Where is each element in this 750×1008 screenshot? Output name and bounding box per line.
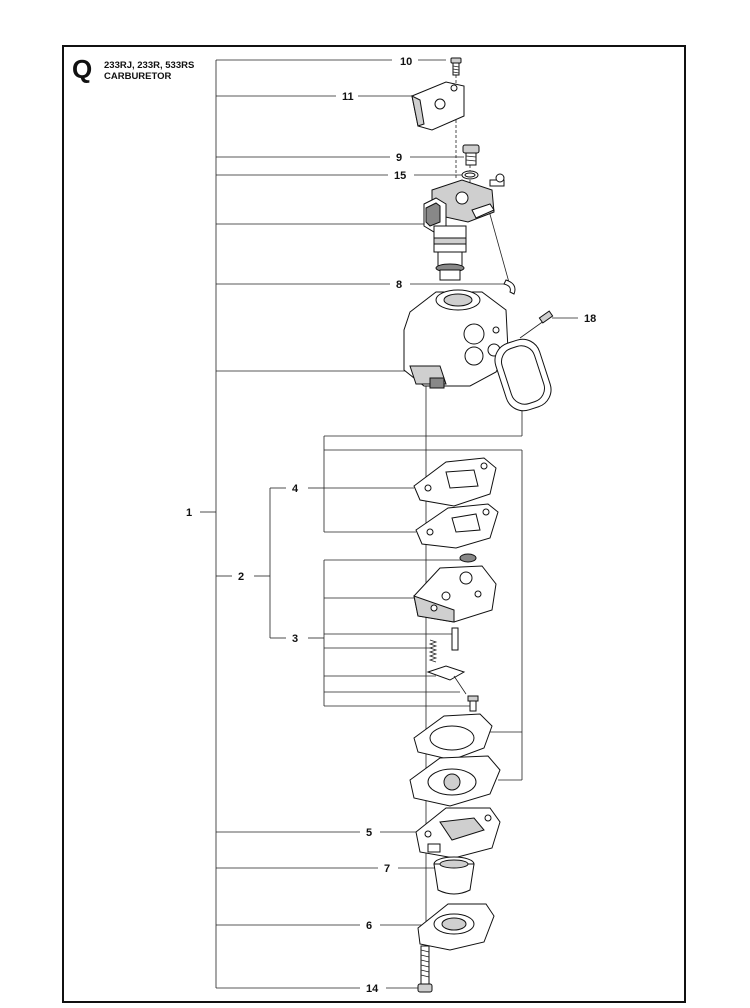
throttle-assembly <box>423 173 505 281</box>
part-7-primer-bulb <box>433 856 475 895</box>
callout-3: 3 <box>292 633 298 645</box>
callout-11: 11 <box>342 91 354 103</box>
section-letter: Q <box>72 54 93 84</box>
part-4-gaskets <box>413 457 499 549</box>
part-6-primer-cover <box>417 903 495 951</box>
diagram-title: CARBURETOR <box>104 71 172 82</box>
leader-lines <box>200 59 578 990</box>
callout-2: 2 <box>238 571 244 583</box>
model-list: 233RJ, 233R, 533RS <box>104 60 195 71</box>
part-9-adjusting-screw <box>462 144 480 166</box>
callout-9: 9 <box>396 152 402 164</box>
pump-body <box>413 553 497 623</box>
callout-labels: 10 11 9 15 8 18 1 4 2 3 5 7 6 14 <box>186 56 596 995</box>
callout-6: 6 <box>366 920 372 932</box>
part-11-bracket <box>411 81 465 131</box>
callout-14: 14 <box>366 983 379 995</box>
callout-18: 18 <box>584 313 596 325</box>
callout-10: 10 <box>400 56 412 68</box>
callout-5: 5 <box>366 827 372 839</box>
part-3-needle-spring-lever <box>426 627 479 712</box>
callout-1: 1 <box>186 507 192 519</box>
carburetor-body <box>403 289 509 389</box>
part-10-screw <box>450 57 462 76</box>
gasket-ring <box>494 338 552 412</box>
diagram-frame <box>62 45 686 1003</box>
callout-15: 15 <box>394 170 406 182</box>
callout-4: 4 <box>292 483 299 495</box>
part-18-pin <box>519 310 554 339</box>
gasket-diaphragm <box>409 713 501 807</box>
callout-8: 8 <box>396 279 402 291</box>
part-14-long-screw <box>417 945 433 993</box>
part-8-clip <box>503 279 516 295</box>
part-5-cover <box>415 807 501 859</box>
callout-7: 7 <box>384 863 390 875</box>
part-15-o-ring <box>461 170 479 180</box>
